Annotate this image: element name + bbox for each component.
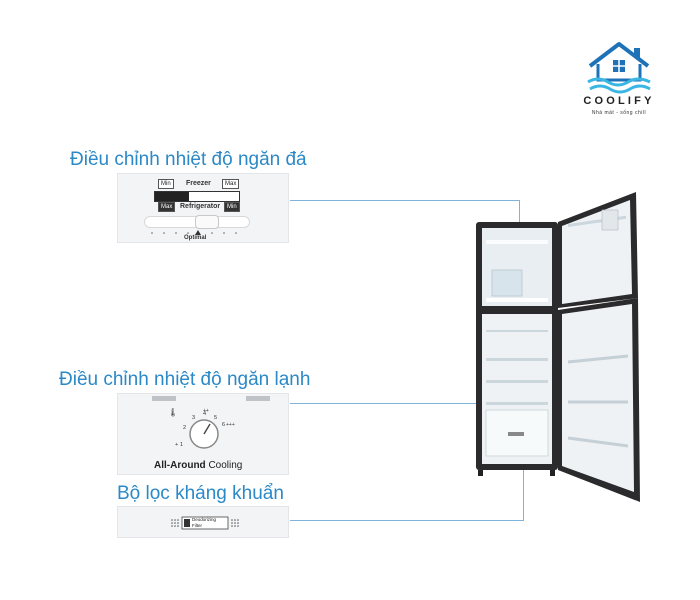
temperature-slider-thumb[interactable] <box>195 215 219 229</box>
freezer-label: Freezer <box>186 180 211 187</box>
dial-mark-2: 2 <box>183 425 186 431</box>
svg-text:+: + <box>175 442 178 448</box>
svg-text:🌡: 🌡 <box>168 408 178 417</box>
wave-1 <box>587 77 651 87</box>
house-roof <box>588 42 650 68</box>
refrigerator-illustration <box>476 192 640 502</box>
deodorizing-filter-panel: Deodorizing Filter <box>117 506 289 538</box>
temperature-dial[interactable]: 🌡 1 2 3 4 5 6 + +++ ++ <box>158 402 250 452</box>
all-around-cooling-label: All-Around Cooling <box>154 460 242 471</box>
optimal-label: Optimal <box>184 235 207 241</box>
house-chimney <box>634 48 640 58</box>
dial-mark-1: 1 <box>180 442 183 448</box>
house-wall <box>596 64 642 82</box>
leader-line-filter-h <box>290 520 524 521</box>
filter-heading: Bộ lọc kháng khuẩn <box>117 483 284 504</box>
freezer-min-tag: Min <box>158 179 174 189</box>
filter-line-2: Filter <box>192 523 202 528</box>
leader-line-fridge-h <box>290 403 516 404</box>
dial-mark-6: 6 <box>222 422 225 428</box>
dial-mark-4: 4 <box>203 411 206 417</box>
leader-line-freezer-h <box>290 200 520 201</box>
filter-line-1: Deodorizing <box>192 517 217 522</box>
brand-tagline: Nhà mát - sống chill <box>591 110 647 116</box>
svg-text:+++: +++ <box>226 422 235 428</box>
cooling-bold: All-Around <box>154 460 206 471</box>
freezer-max-tag: Max <box>222 179 240 189</box>
refrigerator-max-tag: Max <box>158 202 176 212</box>
refrigerator-min-tag: Min <box>224 202 240 212</box>
fridge-control-heading: Điều chỉnh nhiệt độ ngăn lạnh <box>59 369 311 390</box>
slider-tick-marks <box>151 230 237 235</box>
filter-dots-icon <box>171 516 239 530</box>
dial-mark-5: 5 <box>214 415 217 421</box>
freezer-level-bar <box>154 191 240 202</box>
freezer-control-heading: Điều chỉnh nhiệt độ ngăn đá <box>70 149 307 170</box>
svg-text:++: ++ <box>203 408 209 414</box>
leader-line-filter-v <box>523 438 524 521</box>
cooling-text: Cooling <box>208 460 243 471</box>
ice-maker <box>491 269 523 297</box>
wave-2 <box>589 84 651 94</box>
dial-knob <box>189 419 219 449</box>
coolify-logo-icon <box>587 42 651 94</box>
brand-name: COOLIFY <box>583 95 655 107</box>
fridge-control-panel: 🌡 1 2 3 4 5 6 + +++ ++ All-Around Coolin… <box>117 393 289 475</box>
freezer-control-panel: Min Freezer Max Max Refrigerator Min Opt… <box>117 173 289 243</box>
dial-mark-3: 3 <box>192 415 195 421</box>
refrigerator-label: Refrigerator <box>180 203 221 210</box>
temperature-slider-track[interactable] <box>144 215 250 229</box>
